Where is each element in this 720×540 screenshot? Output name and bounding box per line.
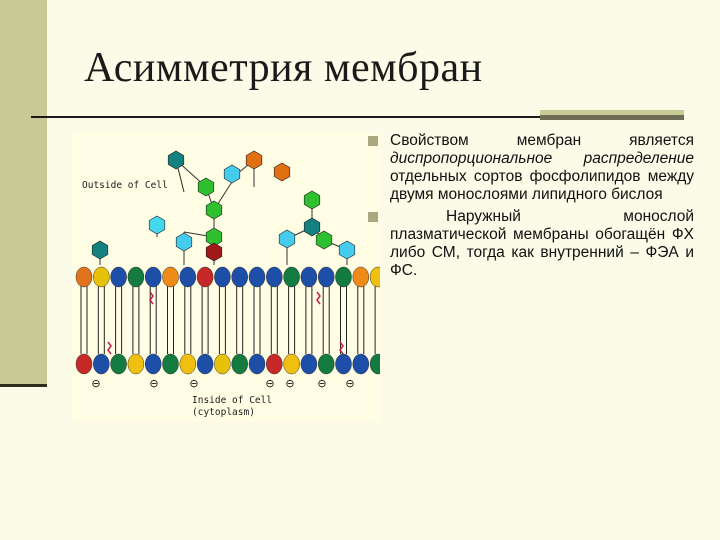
bullet-1-text: Свойством мембран является диспропорцион… — [390, 132, 694, 203]
inner-leaflet-head — [162, 353, 179, 375]
left-decor-bar — [0, 0, 47, 384]
outer-leaflet-head — [283, 266, 300, 288]
bullet-square-icon — [368, 136, 378, 146]
outer-leaflet-head — [214, 266, 231, 288]
inner-leaflet-head — [317, 353, 335, 375]
negative-charge-icon: ⊖ — [91, 377, 100, 390]
inner-leaflet-head — [300, 353, 318, 375]
outer-leaflet-head — [300, 266, 318, 288]
negative-charge-icon: ⊖ — [345, 377, 354, 390]
glycan-icon — [223, 164, 241, 184]
inner-leaflet-head — [110, 353, 127, 375]
glycan-icon — [205, 200, 223, 220]
outside-of-cell-label: Outside of Cell — [82, 180, 168, 191]
inner-leaflet-head — [248, 353, 266, 375]
outer-leaflet-head — [335, 266, 352, 288]
glycan-icon — [315, 230, 333, 250]
bullet-1-part-1: Свойством мембран является — [390, 132, 694, 149]
bullet-item-2: Наружный монослой плазматической мембран… — [368, 208, 694, 280]
inner-leaflet-head — [266, 353, 283, 375]
bullet-square-icon — [368, 212, 378, 222]
glycan-icon — [197, 177, 215, 197]
inner-leaflet-head — [352, 353, 370, 375]
inner-leaflet-head — [231, 353, 248, 375]
glycan-icon — [245, 150, 263, 170]
inner-leaflet-head — [335, 353, 352, 375]
negative-charge-icon: ⊖ — [189, 377, 198, 390]
inner-leaflet-head — [93, 353, 110, 375]
outer-leaflet-head — [248, 266, 266, 288]
outer-leaflet-head — [179, 266, 197, 288]
outer-leaflet-head — [144, 266, 162, 288]
bullet-1-part-3: отдельных сортов фосфолипидов между двум… — [390, 168, 694, 203]
accent-bar-light — [540, 110, 684, 115]
glycan-icon — [175, 232, 193, 252]
glycan-icon — [91, 240, 109, 260]
outer-leaflet-head — [110, 266, 127, 288]
inner-leaflet-head — [179, 353, 197, 375]
negative-charge-icon: ⊖ — [285, 377, 294, 390]
title-underline — [31, 116, 681, 118]
glycan-icon — [338, 240, 356, 260]
inner-leaflet-head — [127, 353, 145, 375]
bullet-item-1: Свойством мембран является диспропорцион… — [368, 132, 694, 204]
glycan-icon — [273, 162, 291, 182]
accent-bar-dark — [540, 115, 684, 120]
inner-leaflet-head — [369, 353, 380, 375]
membrane-figure: ⊖ ⊖ ⊖ ⊖ ⊖ ⊖ ⊖ Outside of Cell Inside of Cell (… — [72, 132, 380, 422]
slide-title: Асимметрия мембран — [84, 45, 483, 91]
negative-charge-icon: ⊖ — [317, 377, 326, 390]
inner-leaflet-head — [214, 353, 231, 375]
outer-leaflet-head — [127, 266, 145, 288]
glycan-icon — [148, 215, 166, 235]
inner-leaflet-head — [283, 353, 300, 375]
bullet-1-emphasis: диспропорциональное распределение — [390, 150, 694, 167]
glycan-icon — [303, 217, 321, 237]
inner-leaflet-head — [144, 353, 162, 375]
outer-leaflet-head — [196, 266, 214, 288]
outer-leaflet-head — [369, 266, 380, 288]
bullet-2-text: Наружный монослой плазматической мембран… — [390, 208, 694, 279]
inside-of-cell-label: Inside of Cell — [192, 395, 272, 406]
left-decor-underline — [0, 384, 47, 387]
outer-leaflet-head — [75, 266, 93, 288]
outer-leaflet-head — [231, 266, 248, 288]
outer-leaflet-head — [93, 266, 110, 288]
outer-leaflet-head — [352, 266, 370, 288]
glycan-icon — [167, 150, 185, 170]
inner-leaflet-head — [196, 353, 214, 375]
outer-leaflet-head — [162, 266, 179, 288]
glycan-icon — [303, 190, 321, 210]
inner-leaflet-head — [75, 353, 93, 375]
membrane-diagram: ⊖ ⊖ ⊖ ⊖ ⊖ ⊖ ⊖ Outside of Cell Inside of Cell (… — [75, 150, 380, 418]
bullet-list: Свойством мембран является диспропорцион… — [368, 132, 694, 280]
cytoplasm-label: (cytoplasm) — [192, 407, 255, 418]
outer-leaflet-head — [266, 266, 283, 288]
negative-charge-icon: ⊖ — [149, 377, 158, 390]
outer-leaflet-head — [317, 266, 335, 288]
negative-charge-icon: ⊖ — [265, 377, 274, 390]
glycan-icon — [278, 229, 296, 249]
glycan-icon — [205, 242, 223, 262]
